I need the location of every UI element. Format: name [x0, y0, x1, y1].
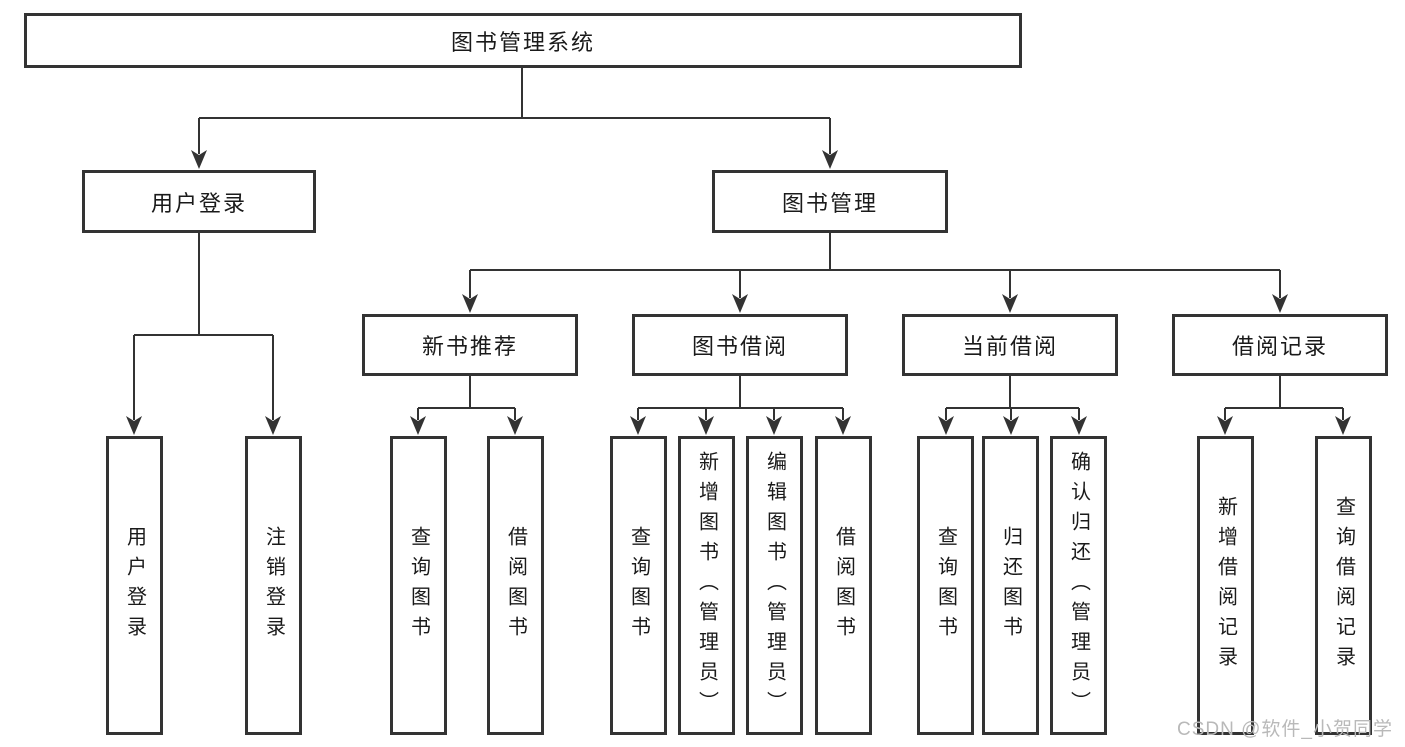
node-label: 用户登录: [123, 525, 146, 646]
leaf-user-login: 用户登录: [106, 436, 163, 735]
node-label: 新增借阅记录: [1214, 495, 1237, 676]
node-label: 图书管理系统: [450, 29, 595, 55]
node-borrowing-records: 借阅记录: [1172, 314, 1388, 376]
node-current-borrowing: 当前借阅: [902, 314, 1118, 376]
node-label: 确认归还（管理员）: [1067, 450, 1090, 721]
node-label: 新书推荐: [421, 334, 518, 359]
node-label: 新增图书（管理员）: [695, 450, 718, 721]
leaf-query-books-recommend: 查询图书: [390, 436, 447, 735]
node-label: 用户登录: [150, 190, 247, 216]
node-book-management: 图书管理: [712, 170, 948, 233]
leaf-edit-books-admin: 编辑图书（管理员）: [746, 436, 803, 735]
node-user-login: 用户登录: [82, 170, 316, 233]
leaf-borrow-books-recommend: 借阅图书: [487, 436, 544, 735]
node-label: 借阅图书: [504, 525, 527, 646]
leaf-query-borrow-record: 查询借阅记录: [1315, 436, 1372, 735]
node-label: 归还图书: [999, 525, 1022, 646]
node-book-borrowing: 图书借阅: [632, 314, 848, 376]
node-label: 图书借阅: [691, 334, 788, 359]
node-library-management-system: 图书管理系统: [24, 13, 1022, 68]
node-label: 查询图书: [934, 525, 957, 646]
node-label: 图书管理: [781, 190, 878, 216]
leaf-query-books-current: 查询图书: [917, 436, 974, 735]
node-label: 查询借阅记录: [1332, 495, 1355, 676]
node-label: 当前借阅: [961, 334, 1058, 359]
node-label: 查询图书: [407, 525, 430, 646]
leaf-logout: 注销登录: [245, 436, 302, 735]
node-label: 编辑图书（管理员）: [763, 450, 786, 721]
leaf-borrow-books: 借阅图书: [815, 436, 872, 735]
leaf-add-borrow-record: 新增借阅记录: [1197, 436, 1254, 735]
node-label: 查询图书: [627, 525, 650, 646]
node-new-book-recommendation: 新书推荐: [362, 314, 578, 376]
node-label: 借阅图书: [832, 525, 855, 646]
leaf-add-books-admin: 新增图书（管理员）: [678, 436, 735, 735]
leaf-return-books: 归还图书: [982, 436, 1039, 735]
node-label: 注销登录: [262, 525, 285, 646]
leaf-query-books-borrow: 查询图书: [610, 436, 667, 735]
node-label: 借阅记录: [1231, 334, 1328, 359]
leaf-confirm-return-admin: 确认归还（管理员）: [1050, 436, 1107, 735]
